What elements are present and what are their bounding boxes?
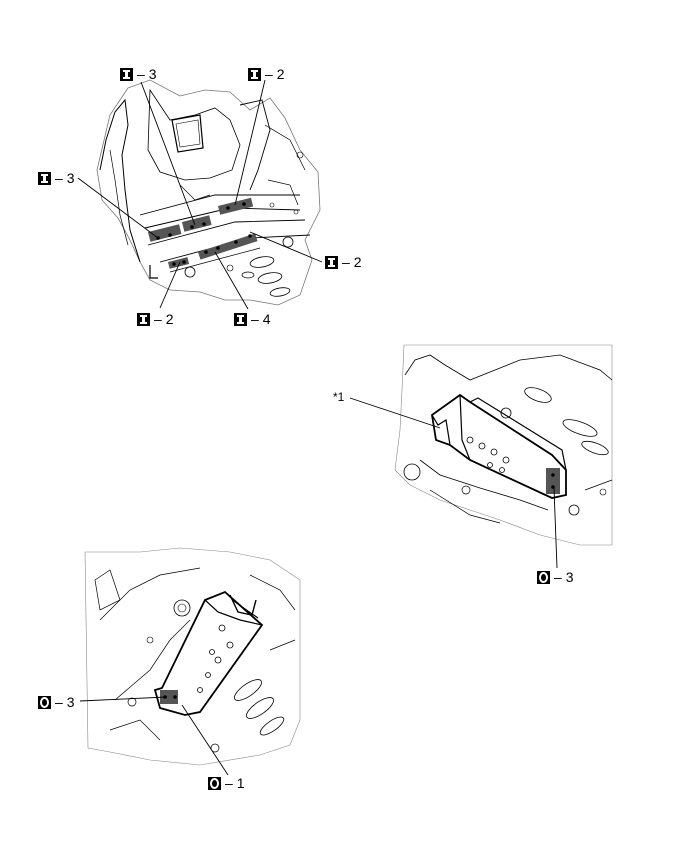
label-i2-right: –2 <box>325 254 362 270</box>
label-number: 2 <box>353 254 362 270</box>
label-o3-right: –3 <box>537 569 574 585</box>
label-i3-top: –3 <box>120 66 157 82</box>
label-i2-bottom: –2 <box>137 311 174 327</box>
bottom-illustration <box>79 547 301 776</box>
label-number: 2 <box>165 311 174 327</box>
i-mark-icon <box>120 67 133 81</box>
o-mark-icon <box>38 695 51 709</box>
right-illustration <box>349 344 613 569</box>
label-number: 1 <box>236 775 245 791</box>
callout-star-1: *1 <box>333 390 344 404</box>
o-mark-icon <box>208 776 221 790</box>
label-i3-left: –3 <box>38 170 75 186</box>
label-number: 3 <box>148 66 157 82</box>
i-mark-icon <box>325 255 338 269</box>
i-mark-icon <box>38 171 51 185</box>
label-o1-bottom: –1 <box>208 775 245 791</box>
label-i2-top: –2 <box>248 66 285 82</box>
top-leader-lines <box>77 79 323 310</box>
weld-area-highlight-right <box>546 468 560 494</box>
i-mark-icon <box>234 312 247 326</box>
o-mark-icon <box>537 570 550 584</box>
label-number: 4 <box>262 311 271 327</box>
top-illustration <box>77 79 323 310</box>
label-o3-left: –3 <box>38 694 75 710</box>
i-mark-icon <box>137 312 150 326</box>
label-number: 2 <box>276 66 285 82</box>
label-number: 3 <box>565 569 574 585</box>
weld-area-highlight-bottom <box>160 690 178 704</box>
label-i4-bottom: –4 <box>234 311 271 327</box>
callout-text: *1 <box>333 390 345 404</box>
label-number: 3 <box>66 694 75 710</box>
i-mark-icon <box>248 67 261 81</box>
label-number: 3 <box>66 170 75 186</box>
